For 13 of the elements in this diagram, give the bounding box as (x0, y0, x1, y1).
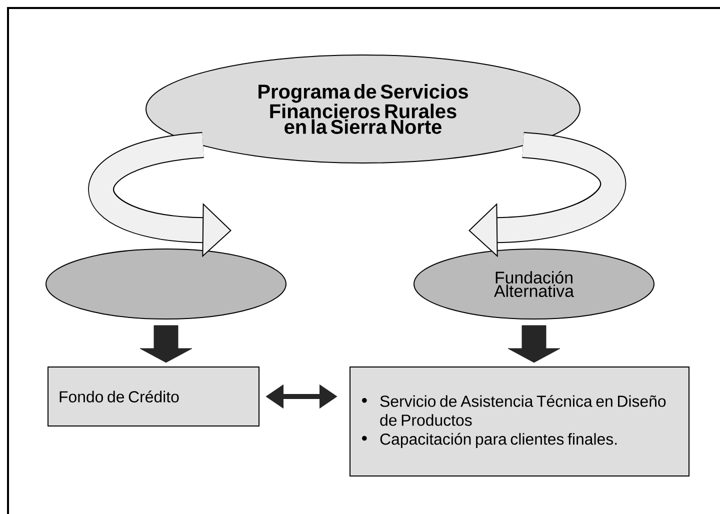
process-box (48, 366, 260, 426)
block-arrow (140, 325, 192, 363)
bullet-item: Servicio de Asistencia Técnica en Diseño de Productos (380, 395, 666, 426)
organization-ellipse (414, 248, 654, 320)
program-ellipse (146, 54, 580, 164)
process-box (350, 366, 690, 476)
node-label: Fondo de Crédito (60, 390, 179, 402)
node-label: Fundación Alternativa (494, 270, 574, 298)
curved-arrow (468, 132, 626, 258)
block-arrow (508, 325, 560, 363)
bullet-item: Capacitación para clientes finales. (380, 432, 617, 448)
node-label: Programa de Servicios Financieros Rurales en la Sierra Norte (258, 84, 468, 134)
organization-ellipse (46, 248, 286, 320)
